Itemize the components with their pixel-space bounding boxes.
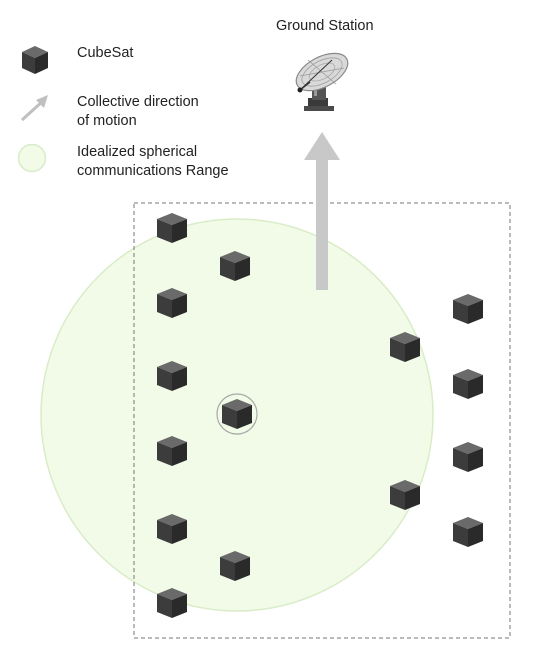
legend-range-line2: communications Range (77, 163, 229, 179)
cubesat (453, 442, 483, 472)
cubesat (222, 399, 252, 429)
ground-station-label: Ground Station (276, 18, 374, 34)
circle-icon (17, 143, 47, 173)
legend-range-label: Idealized spherical communications Range (77, 143, 229, 181)
cubesat (453, 517, 483, 547)
cubesat (390, 480, 420, 510)
legend-direction-line2: of motion (77, 113, 137, 129)
cubesat (157, 436, 187, 466)
cubesat (453, 294, 483, 324)
direction-of-motion-arrow (304, 132, 340, 290)
cubesat (390, 332, 420, 362)
highlighted-cubesat-ring (216, 393, 258, 435)
cubesat (157, 213, 187, 243)
legend-range-line1: Idealized spherical (77, 144, 198, 160)
satellite-dish-icon (295, 52, 349, 111)
cubesat (157, 288, 187, 318)
legend-cubesat-label: CubeSat (77, 45, 134, 61)
cubesat (157, 588, 187, 618)
cubesat (220, 551, 250, 581)
legend-direction-label: Collective direction of motion (77, 93, 199, 131)
cube-icon (22, 46, 48, 74)
cubesat (157, 361, 187, 391)
cubesat (220, 251, 250, 281)
legend-direction-line1: Collective direction (77, 94, 199, 110)
arrow-icon (20, 95, 48, 122)
cubesat (453, 369, 483, 399)
cubesat (157, 514, 187, 544)
